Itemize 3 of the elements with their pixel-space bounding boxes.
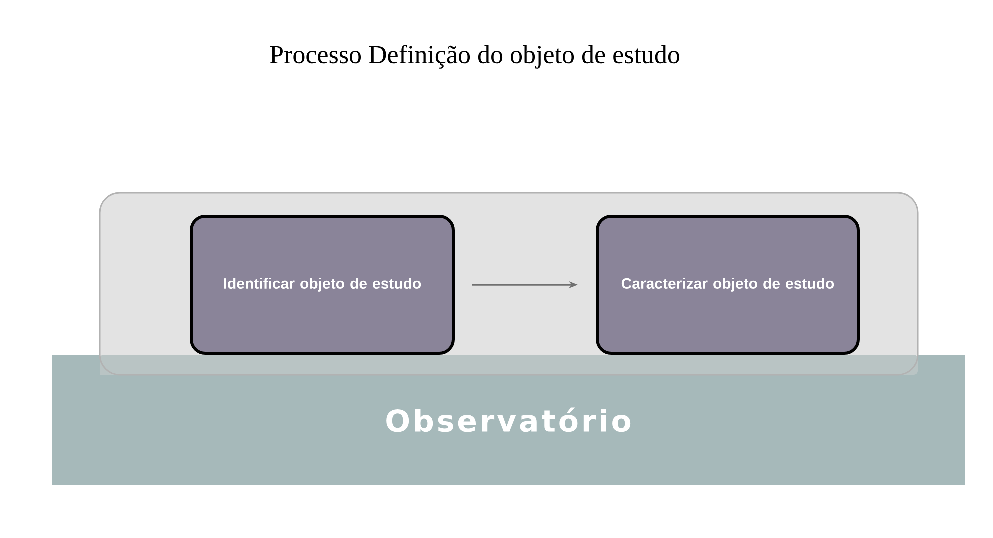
- title: Processo Definição do objeto de estudo: [270, 45, 680, 69]
- process-box: Caracterizar objeto de estudo: [596, 215, 860, 355]
- process-box: Identificar objeto de estudo: [190, 215, 455, 355]
